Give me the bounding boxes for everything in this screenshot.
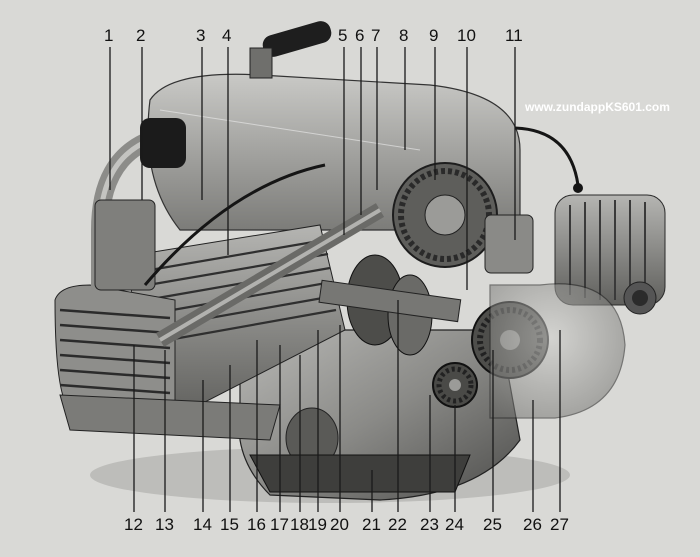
callout-9: 9 [429, 26, 438, 45]
crankshaft [318, 254, 462, 356]
leader-lines-bottom [133, 300, 561, 512]
timing-cover [489, 283, 626, 419]
callout-11: 11 [505, 26, 523, 45]
callout-labels-top: 1 2 3 4 5 6 7 8 9 10 11 [104, 26, 523, 45]
timing-gear-small [432, 362, 478, 408]
callout-15: 15 [220, 515, 239, 534]
right-cylinder [554, 194, 666, 315]
callout-7: 7 [371, 26, 380, 45]
callout-6: 6 [355, 26, 364, 45]
kickstart-handle [249, 21, 332, 79]
ht-cable [143, 163, 326, 286]
callout-26: 26 [523, 515, 542, 534]
callout-10: 10 [457, 26, 476, 45]
callout-23: 23 [420, 515, 439, 534]
callout-22: 22 [388, 515, 407, 534]
callout-14: 14 [193, 515, 212, 534]
left-cylinder-head [54, 284, 281, 441]
callout-5: 5 [338, 26, 347, 45]
callout-3: 3 [196, 26, 205, 45]
oil-sump [249, 454, 471, 493]
callout-4: 4 [222, 26, 231, 45]
callout-25: 25 [483, 515, 502, 534]
callout-21: 21 [362, 515, 381, 534]
callout-27: 27 [550, 515, 569, 534]
bevel-gear [392, 162, 498, 268]
watermark-url: www.zundappKS601.com [524, 100, 670, 114]
callout-16: 16 [247, 515, 266, 534]
carburettor [94, 199, 156, 291]
callout-17: 17 [270, 515, 289, 534]
callout-labels-bottom: 12 13 14 15 16 17 18 19 20 21 22 23 24 2… [124, 515, 569, 534]
callout-2: 2 [136, 26, 145, 45]
callout-13: 13 [155, 515, 174, 534]
leader-lines-top [109, 47, 516, 290]
callout-24: 24 [445, 515, 464, 534]
callout-18: 18 [290, 515, 309, 534]
callout-19: 19 [308, 515, 327, 534]
magneto-box [484, 214, 534, 274]
callout-12: 12 [124, 515, 143, 534]
callout-1: 1 [104, 26, 113, 45]
callout-20: 20 [330, 515, 349, 534]
callout-8: 8 [399, 26, 408, 45]
